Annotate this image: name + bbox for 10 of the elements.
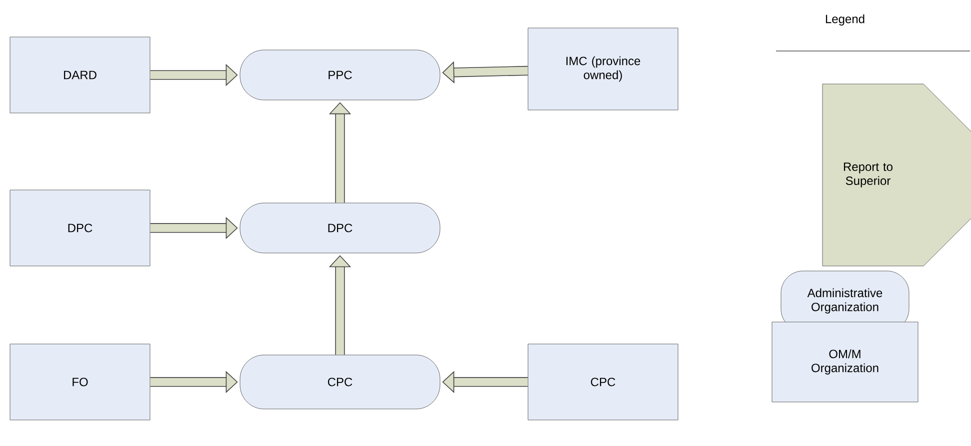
legend-box: OM/M Organization: [772, 322, 918, 402]
legend-heading: Legend: [826, 14, 864, 26]
organization-box: CPC: [528, 344, 678, 420]
organization-box: FO: [10, 344, 150, 420]
organization-stadium: CPC: [240, 354, 440, 410]
organization-stadium: PPC: [240, 50, 440, 100]
organization-box: IMC (province owned): [528, 28, 678, 110]
organization-stadium: DPC: [240, 202, 440, 254]
organization-box: DARD: [10, 36, 150, 114]
organization-box: DPC: [10, 190, 150, 266]
